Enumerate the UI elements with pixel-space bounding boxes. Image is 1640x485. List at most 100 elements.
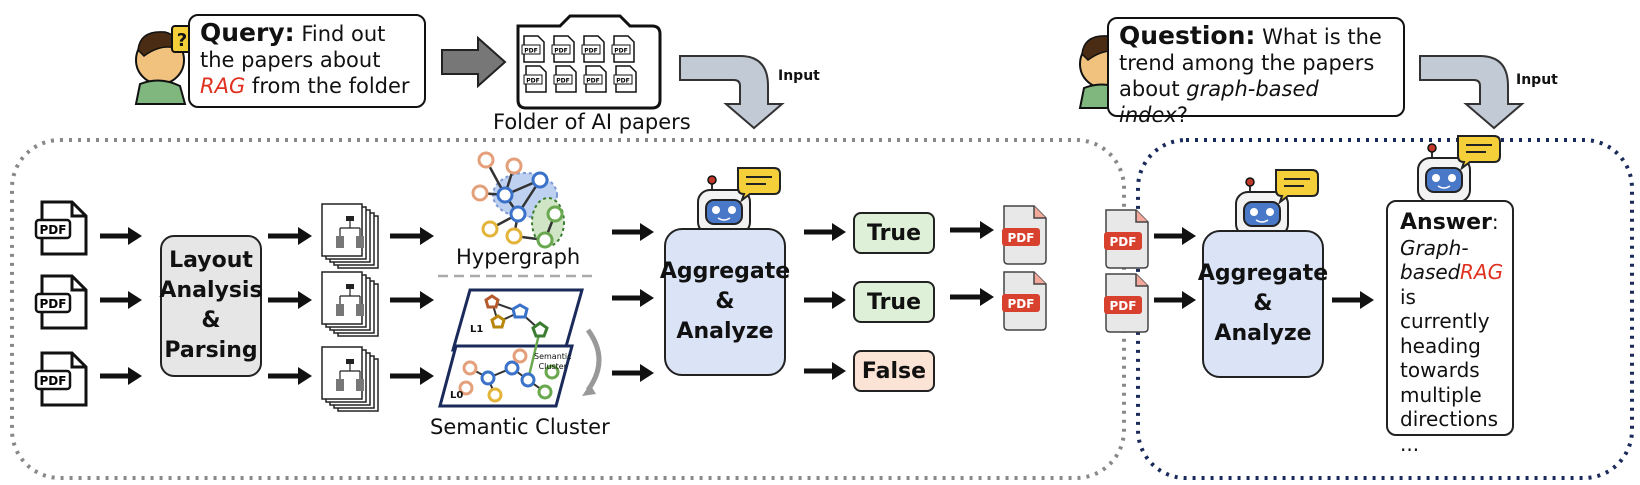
question-label: Question: [1119, 21, 1256, 50]
svg-text:PDF: PDF [586, 78, 599, 85]
layout-line1: Layout [169, 248, 253, 273]
folder-file-icon-6: PDF [553, 65, 577, 93]
query-to-folder-arrow [441, 35, 507, 89]
semantic-cluster-small-line2: Cluster [538, 362, 567, 371]
result-true-2: True [853, 281, 935, 323]
layout-analysis-box: Layout Analysis & Parsing [159, 235, 263, 377]
flow-arrow-13 [804, 223, 846, 241]
flow-arrow-3 [100, 367, 142, 385]
question-line3-start: about [1119, 77, 1180, 101]
folder-file-icon-1: PDF [521, 35, 545, 63]
svg-text:PDF: PDF [1110, 235, 1137, 249]
result-false: False [853, 350, 935, 392]
answer-rag: RAG [1460, 260, 1504, 284]
input-pdf-icon-1: PDF [34, 200, 88, 256]
result-pdf-icons: PDF PDF PDF PDF [1002, 205, 1149, 333]
question-bubble: Question: What is the trend among the pa… [1107, 17, 1405, 127]
svg-text:PDF: PDF [616, 78, 629, 85]
svg-text:PDF: PDF [40, 297, 67, 311]
flow-arrow-10 [612, 223, 654, 241]
flow-arrow-20 [1332, 291, 1374, 309]
svg-text:PDF: PDF [1008, 297, 1035, 311]
flow-arrows [100, 221, 1374, 385]
flow-arrow-12 [612, 364, 654, 382]
svg-text:PDF: PDF [40, 374, 67, 388]
svg-text:PDF: PDF [554, 48, 567, 55]
answer-line-4: multiple [1400, 382, 1482, 407]
doc-stack-3 [321, 346, 379, 412]
input-arrow-right [1419, 55, 1525, 130]
answer-line-3: towards [1400, 358, 1480, 382]
svg-text:PDF: PDF [1110, 299, 1137, 313]
result-pdf-icon-1: PDF [1002, 205, 1047, 265]
answer-line-1: is currently [1400, 284, 1490, 334]
svg-text:PDF: PDF [40, 223, 67, 237]
answer-line-2: heading [1400, 333, 1481, 358]
doc-stack-2 [321, 271, 379, 337]
question-line3-end: ? [1176, 103, 1188, 127]
folder-caption: Folder of AI papers [493, 110, 691, 134]
answer-line-5: directions [1400, 407, 1499, 431]
aggregate-left-line3: Analyze [676, 319, 774, 344]
query-line1: Find out [301, 22, 386, 46]
folder-file-icon-2: PDF [551, 35, 575, 63]
question-line2: trend among the papers [1119, 51, 1375, 75]
folder-file-icon-3: PDF [581, 35, 605, 63]
robot-icons [697, 135, 1501, 237]
flow-arrow-1 [100, 227, 142, 245]
flow-arrow-17 [950, 288, 994, 306]
svg-text:PDF: PDF [524, 48, 537, 55]
doc-stack-1 [321, 203, 379, 269]
svg-text:PDF: PDF [614, 48, 627, 55]
flow-arrow-18 [1154, 227, 1196, 245]
answer-graph-based: Graph-based [1400, 235, 1469, 285]
robot-icon-1 [697, 167, 781, 235]
input-arrow-left [679, 55, 785, 130]
semantic-cluster-label: Semantic Cluster [430, 415, 610, 439]
folder-file-icon-4: PDF [611, 35, 635, 63]
answer-colon: : [1491, 210, 1499, 234]
answer-label: Answer [1400, 210, 1492, 235]
folder-file-icons: PDF PDF PDF PDF PDF PDF PDF PDF [521, 35, 637, 93]
query-bubble: Query: Find out the papers about RAG fro… [188, 14, 426, 108]
flow-arrow-16 [950, 221, 994, 239]
person-left-icon: ? [134, 25, 193, 105]
layout-line4: Parsing [164, 338, 258, 363]
layout-line3: & [201, 308, 221, 333]
flow-arrow-6 [268, 367, 312, 385]
flow-arrow-19 [1154, 291, 1196, 309]
result-pdf-icon-2: PDF [1002, 271, 1047, 331]
aggregate-right-line2: & [1253, 291, 1273, 316]
input-pdf-icon-2: PDF [34, 274, 88, 330]
svg-text:?: ? [177, 30, 187, 51]
folder-file-icon-7: PDF [583, 65, 607, 93]
hypergraph-figure [471, 151, 565, 249]
query-line3: from the folder [251, 74, 410, 98]
flow-arrow-8 [390, 291, 434, 309]
svg-text:PDF: PDF [556, 78, 569, 85]
flow-arrow-11 [612, 289, 654, 307]
query-rag: RAG [200, 74, 246, 98]
semantic-cluster-small-label: Semantic Cluster [534, 352, 572, 372]
input-pdf-icons: PDF PDF PDF [34, 200, 88, 407]
aggregate-box-right: Aggregate & Analyze [1198, 230, 1328, 378]
flow-arrow-4 [268, 227, 312, 245]
aggregate-right-line1: Aggregate [1197, 261, 1329, 286]
query-line2: the papers about [200, 48, 381, 72]
answer-box: Answer: Graph-based RAG is currently hea… [1386, 200, 1514, 456]
robot-icon-2 [1235, 169, 1319, 237]
input-label-left: Input [778, 68, 820, 84]
hypergraph-label: Hypergraph [456, 245, 581, 269]
input-label-right: Input [1516, 72, 1558, 88]
layer-l1-label: L1 [470, 324, 484, 335]
svg-text:PDF: PDF [526, 78, 539, 85]
semantic-cluster-figure [438, 288, 602, 408]
robot-icon-3 [1417, 135, 1501, 203]
query-label: Query: [200, 18, 295, 47]
layout-line2: Analysis [159, 278, 263, 303]
aggregate-right-line3: Analyze [1214, 321, 1312, 346]
aggregate-left-line2: & [715, 289, 735, 314]
layer-l0-label: L0 [450, 390, 464, 401]
question-line3-italic: graph-based index [1119, 77, 1319, 127]
folder-file-icon-8: PDF [613, 65, 637, 93]
